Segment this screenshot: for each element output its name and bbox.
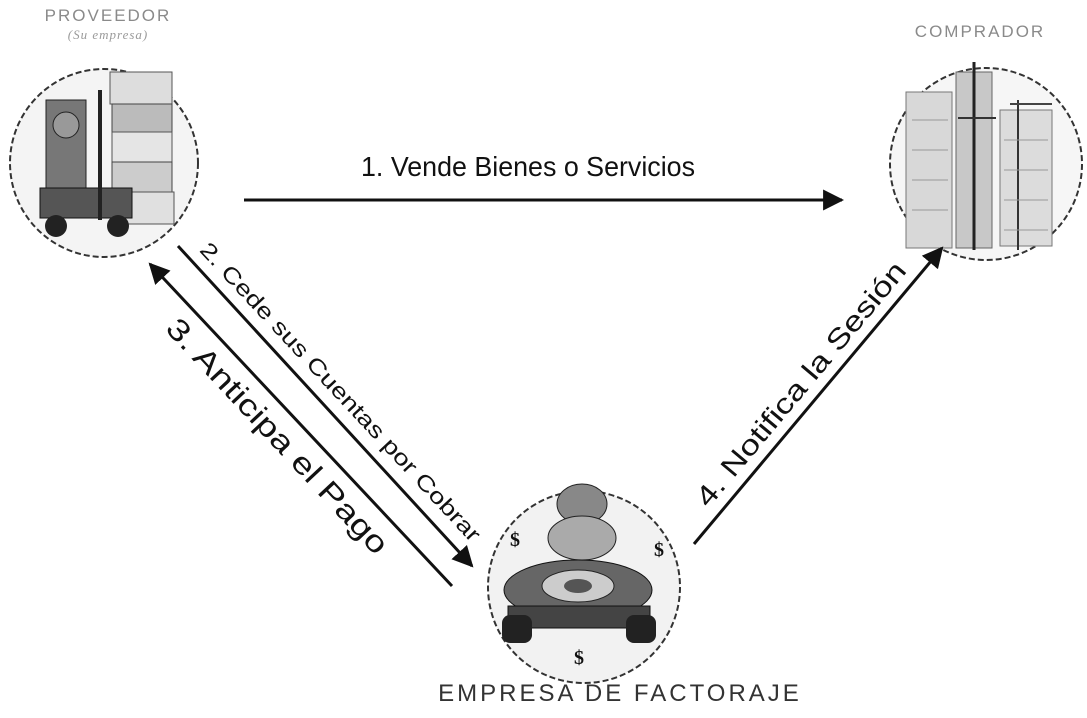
flow-label-1: 1. Vende Bienes o Servicios — [361, 151, 695, 182]
flow-arrow-4 — [692, 246, 944, 545]
flow-arrow-3 — [148, 262, 454, 588]
forklift-boxes-icon — [39, 71, 175, 237]
proveedor-title: PROVEEDOR — [44, 6, 172, 25]
factoraje-node: $ $ $ — [487, 483, 681, 684]
flow-label-4: 4. Notifica la Sesión — [689, 255, 912, 512]
dollar-sign-left: $ — [510, 529, 520, 551]
factoraje-title: EMPRESA DE FACTORAJE — [438, 680, 802, 707]
proveedor-subtitle: (Su empresa) — [67, 27, 149, 42]
comprador-title: COMPRADOR — [914, 22, 1046, 41]
comprador-node — [889, 62, 1083, 261]
dollar-sign-bottom: $ — [574, 647, 584, 669]
flow-label-3: 3. Anticipa el Pago — [159, 312, 395, 561]
proveedor-node — [9, 68, 199, 258]
dollar-sign-right: $ — [654, 539, 664, 561]
money-pile-icon — [502, 483, 656, 643]
buildings-icon — [905, 62, 1053, 250]
flow-arrow-2 — [176, 244, 474, 568]
